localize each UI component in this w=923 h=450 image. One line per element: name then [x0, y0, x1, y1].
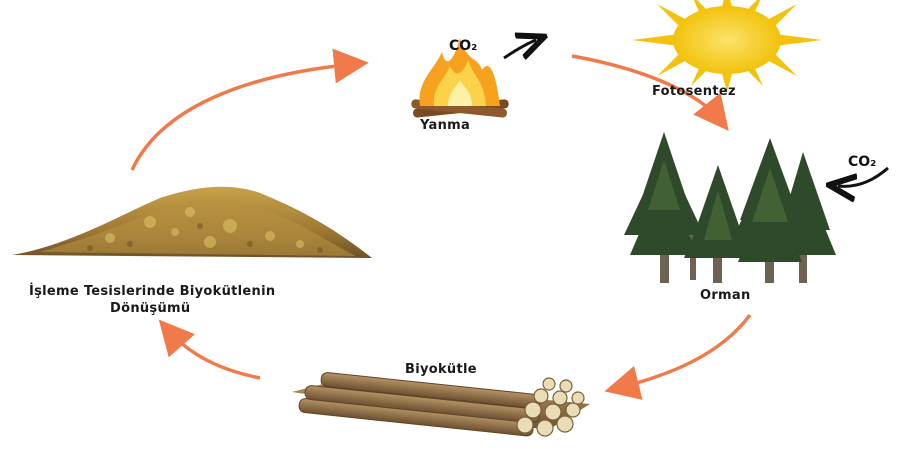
processing-label-line2: Dönüşümü — [110, 301, 191, 316]
photosynthesis-label: Fotosentez — [652, 84, 736, 99]
campfire-icon — [411, 38, 509, 118]
co2-emission-arrow — [503, 40, 536, 58]
cycle-arrow-fire-to-forest — [571, 54, 729, 131]
processing-label-line1: İşleme Tesislerinde Biyokütlenin — [29, 284, 276, 299]
co2-absorption-arrow — [838, 166, 889, 186]
biomass-pile-icon — [12, 186, 372, 258]
cycle-arrow-logs-to-pile — [158, 319, 261, 380]
forest-icon — [624, 132, 836, 283]
sun-icon — [632, 0, 822, 92]
log-pile-icon — [292, 372, 590, 437]
cycle-arrow-biomass-to-fire — [130, 48, 369, 171]
forest-label: Orman — [700, 288, 751, 303]
co2-absorption-label: CO₂ — [848, 154, 877, 170]
cycle-arrow-forest-to-logs — [604, 313, 752, 400]
co2-emission-label: CO₂ — [449, 38, 478, 54]
combustion-label: Yanma — [420, 118, 471, 133]
biomass-label: Biyokütle — [405, 362, 477, 377]
